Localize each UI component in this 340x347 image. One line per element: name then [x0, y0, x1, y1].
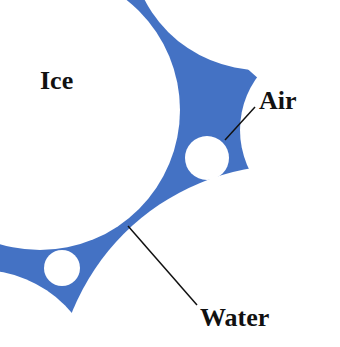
ice-grain: [55, 165, 340, 347]
leader-line: [225, 107, 255, 140]
ice-grain: [0, 270, 100, 347]
air-bubble: [44, 250, 80, 286]
leader-line: [128, 226, 197, 305]
region-label: Water: [200, 303, 269, 333]
air-bubble: [185, 136, 229, 180]
region-label: Ice: [40, 66, 73, 96]
region-label: Air: [259, 86, 297, 116]
